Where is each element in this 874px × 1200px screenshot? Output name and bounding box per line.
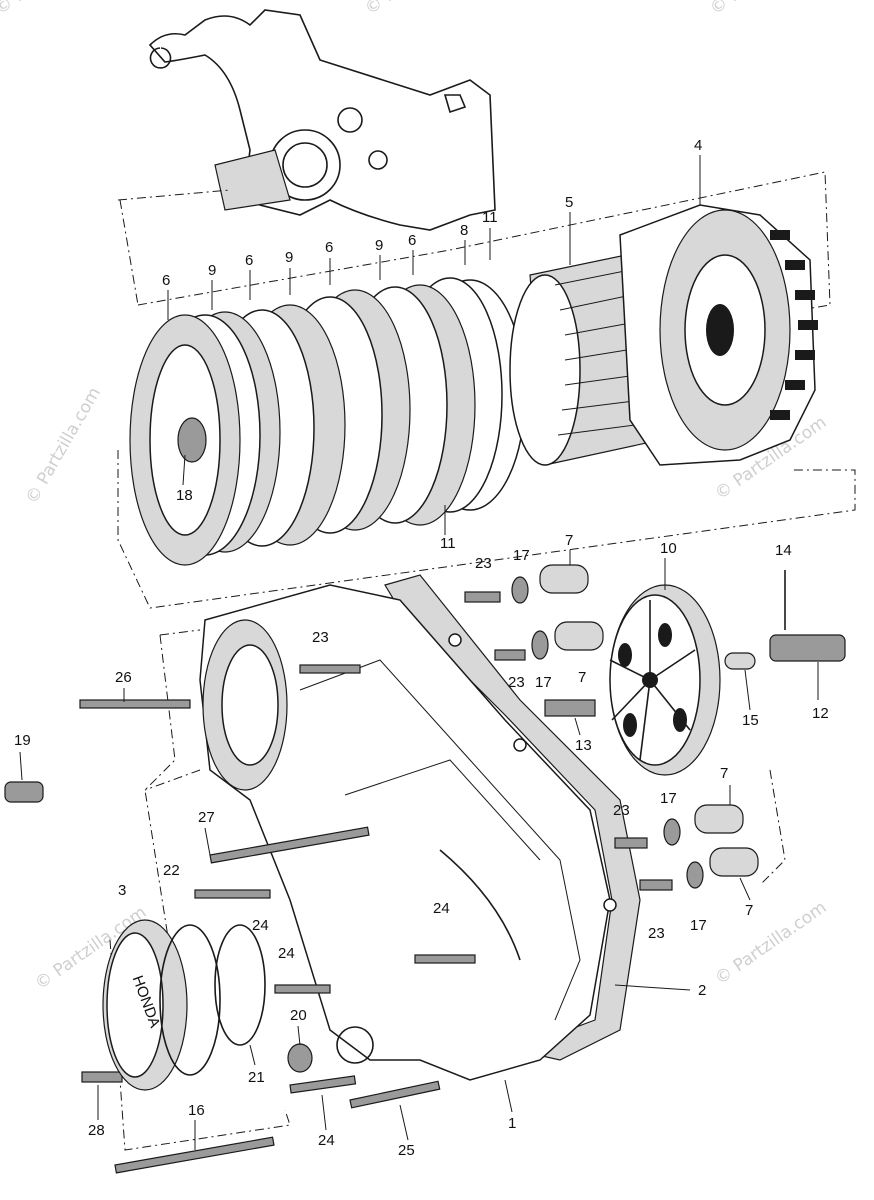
- callout-9b: 9: [285, 249, 293, 266]
- callout-17a: 17: [513, 547, 530, 564]
- callout-11b: 11: [440, 535, 456, 552]
- callout-24a: 24: [252, 917, 269, 934]
- callout-7a: 7: [565, 532, 573, 549]
- callout-leaders: [19, 155, 819, 1150]
- callout-7b: 7: [578, 669, 586, 686]
- callout-10: 10: [660, 540, 677, 557]
- callout-7d: 7: [745, 902, 753, 919]
- callout-24c: 24: [433, 900, 450, 917]
- clutch-springs: [539, 564, 759, 877]
- callout-26: 26: [115, 669, 132, 686]
- clutch-plate-stack: [129, 277, 526, 566]
- callout-20: 20: [290, 1007, 307, 1024]
- watermark: © Partzilla.com: [0, 0, 110, 19]
- leader-lines: [109, 171, 856, 1151]
- callout-23d: 23: [613, 802, 630, 819]
- callout-17b: 17: [535, 674, 552, 691]
- callout-6a: 6: [162, 272, 170, 289]
- callout-labels: 1 2 3 4 5 6 6 6 6 7 7 7 7 8 9 9 9 10 11 …: [14, 137, 829, 1159]
- callout-5: 5: [565, 194, 573, 211]
- callout-25: 25: [398, 1142, 415, 1159]
- callout-4: 4: [694, 137, 702, 154]
- watermark: © Partzilla.com: [22, 384, 105, 508]
- pressure-plate: [609, 584, 721, 776]
- callout-11a: 11: [482, 209, 498, 226]
- watermark: © Partzilla.com: [711, 897, 830, 989]
- callout-16: 16: [188, 1102, 205, 1119]
- callout-19: 19: [14, 732, 31, 749]
- callout-17d: 17: [690, 917, 707, 934]
- callout-24d: 24: [318, 1132, 335, 1149]
- callout-14: 14: [775, 542, 792, 559]
- callout-23e: 23: [648, 925, 665, 942]
- callout-1: 1: [508, 1115, 516, 1132]
- callout-18: 18: [176, 487, 193, 504]
- callout-24b: 24: [278, 945, 295, 962]
- callout-21: 21: [248, 1069, 265, 1086]
- callout-6b: 6: [245, 252, 253, 269]
- callout-28: 28: [88, 1122, 105, 1139]
- callout-9a: 9: [208, 262, 216, 279]
- callout-22: 22: [163, 862, 180, 879]
- callout-27: 27: [198, 809, 215, 826]
- callout-9c: 9: [375, 237, 383, 254]
- callout-6c: 6: [325, 239, 333, 256]
- callout-12: 12: [812, 705, 829, 722]
- callout-8: 8: [460, 222, 468, 239]
- callout-23a: 23: [475, 555, 492, 572]
- callout-15: 15: [742, 712, 759, 729]
- bolts-and-washers: [4, 570, 846, 1174]
- callout-2: 2: [698, 982, 706, 999]
- callout-6d: 6: [408, 232, 416, 249]
- callout-7c: 7: [720, 765, 728, 782]
- crankcase-fragment: [148, 9, 496, 231]
- callout-17c: 17: [660, 790, 677, 807]
- callout-13: 13: [575, 737, 592, 754]
- clutch-adjuster-cap: HONDA: [102, 919, 266, 1091]
- watermark: © Partzilla.com: [706, 0, 825, 19]
- callout-23b: 23: [312, 629, 329, 646]
- watermark: © Partzilla.com: [361, 0, 480, 19]
- clutch-cover: [199, 584, 617, 1081]
- clutch-hub-and-basket: [509, 204, 818, 466]
- callout-3: 3: [118, 882, 126, 899]
- callout-23c: 23: [508, 674, 525, 691]
